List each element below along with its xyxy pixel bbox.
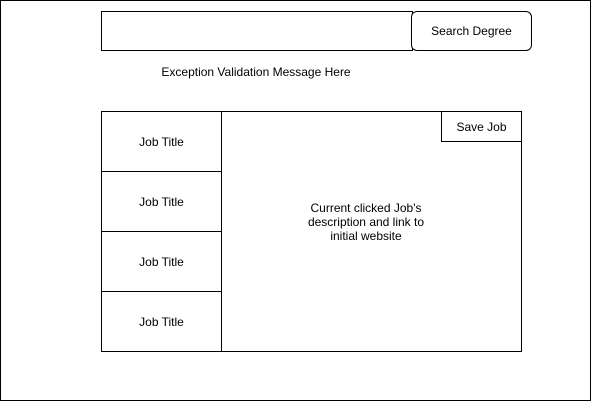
validation-message: Exception Validation Message Here bbox=[161, 65, 351, 79]
save-job-button[interactable]: Save Job bbox=[441, 111, 522, 142]
job-list-item[interactable]: Job Title bbox=[101, 231, 222, 292]
job-list-item[interactable]: Job Title bbox=[101, 171, 222, 232]
search-input[interactable] bbox=[101, 11, 413, 51]
search-degree-button[interactable]: Search Degree bbox=[411, 11, 532, 51]
job-detail-panel bbox=[221, 111, 522, 352]
job-list-item[interactable]: Job Title bbox=[101, 291, 222, 352]
job-list: Job Title Job Title Job Title Job Title bbox=[101, 111, 222, 352]
job-description-text: Current clicked Job's description and li… bbox=[307, 201, 425, 243]
job-list-item[interactable]: Job Title bbox=[101, 111, 222, 172]
